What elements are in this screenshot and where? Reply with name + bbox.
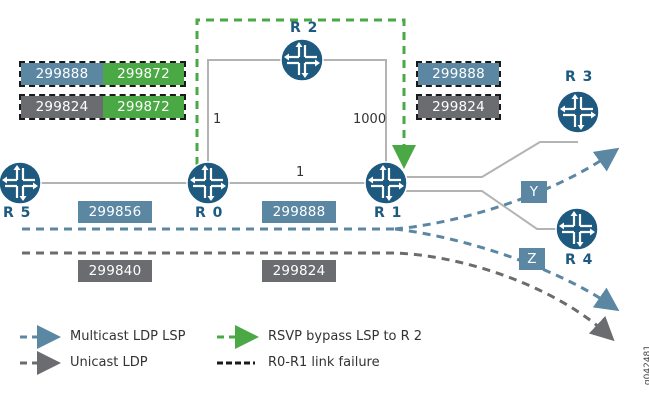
metric-r0-r2: 1 xyxy=(213,112,222,127)
r1-unicast-box xyxy=(416,94,501,120)
legend-unicast-text: Unicast LDP xyxy=(70,355,148,370)
router-r1[interactable] xyxy=(363,160,409,206)
legend-multicast-text: Multicast LDP LSP xyxy=(70,329,186,344)
r1-multicast-label: 299888 xyxy=(418,63,499,85)
metric-r0-r1: 1 xyxy=(296,165,305,180)
router-r5[interactable] xyxy=(0,160,43,206)
router-label-r0: R 0 xyxy=(195,205,224,221)
router-r3[interactable] xyxy=(555,89,601,135)
label-r0-r1-unicast: 299824 xyxy=(262,260,336,282)
link-r2-r1 xyxy=(302,59,387,183)
label-r5-r0-unicast: 299840 xyxy=(78,260,152,282)
metric-r2-r1: 1000 xyxy=(353,112,387,127)
router-label-r4: R 4 xyxy=(565,252,594,268)
r0-stack-multicast-inner: 299888 xyxy=(21,63,103,85)
legend-failure-text: R0-R1 link failure xyxy=(268,355,380,370)
branch-label-y: Y xyxy=(521,181,547,203)
unicast-ldp-path xyxy=(22,251,615,342)
figure-id: g042481 xyxy=(643,345,649,386)
multicast-lsp xyxy=(22,147,620,312)
r1-multicast-box xyxy=(416,61,501,87)
r1-unicast-label: 299824 xyxy=(418,96,499,118)
r0-stack-unicast-inner: 299824 xyxy=(21,96,103,118)
router-label-r5: R 5 xyxy=(3,205,32,221)
label-r0-r1-multicast: 299888 xyxy=(262,201,336,223)
links xyxy=(20,59,578,230)
link-r1-r4 xyxy=(386,190,577,230)
branch-label-z: Z xyxy=(519,248,545,270)
r0-stack-unicast-bypass: 299872 xyxy=(103,96,184,118)
router-r4[interactable] xyxy=(554,206,600,252)
label-r5-r0-multicast: 299856 xyxy=(78,201,152,223)
link-r1-r3 xyxy=(386,141,578,178)
router-r2[interactable] xyxy=(279,37,325,83)
router-r0[interactable] xyxy=(185,160,231,206)
r0-multicast-stack xyxy=(19,61,186,87)
r0-stack-multicast-bypass: 299872 xyxy=(103,63,184,85)
router-label-r1: R 1 xyxy=(374,205,403,221)
r0-unicast-stack xyxy=(19,94,186,120)
link-r0-r2 xyxy=(207,59,302,183)
router-label-r2: R 2 xyxy=(290,20,319,36)
legend-glyphs xyxy=(20,325,259,375)
router-label-r3: R 3 xyxy=(565,69,594,85)
multicast-branch-z xyxy=(394,227,620,312)
rsvp-bypass-path xyxy=(195,18,416,193)
legend-rsvp-text: RSVP bypass LSP to R 2 xyxy=(268,329,423,344)
multicast-branch-y xyxy=(394,147,620,231)
